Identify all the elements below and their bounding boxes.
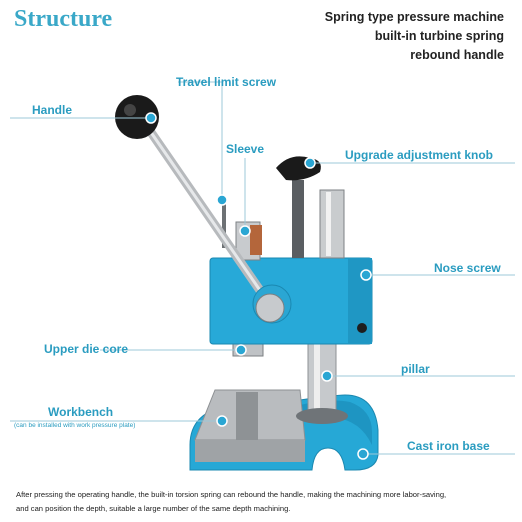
label-pillar: pillar xyxy=(401,362,430,376)
footer-line-2: and can position the depth, suitable a l… xyxy=(16,504,290,513)
label-upgrade-adjustment-knob: Upgrade adjustment knob xyxy=(345,148,493,162)
adjustment-screw xyxy=(292,180,304,258)
pillar-highlight xyxy=(314,340,320,418)
workbench-slot xyxy=(236,392,258,440)
column-highlight xyxy=(326,192,331,256)
footer-line-1: After pressing the operating handle, the… xyxy=(16,490,446,499)
handle-ball-shine xyxy=(124,104,136,116)
label-sleeve: Sleeve xyxy=(226,142,264,156)
label-nose-screw: Nose screw xyxy=(434,261,501,275)
label-workbench: Workbench xyxy=(48,405,113,419)
dot-pillar xyxy=(322,371,332,381)
nose-screw-bottom xyxy=(357,323,367,333)
pivot-hub xyxy=(256,294,284,322)
label-travel-limit-screw: Travel limit screw xyxy=(176,75,276,89)
label-upper-die-core: Upper die core xyxy=(44,342,128,356)
pillar-collar xyxy=(296,408,348,424)
dot-sleeve xyxy=(240,226,250,236)
dot-upper-die-core xyxy=(236,345,246,355)
dot-cast-iron-base xyxy=(358,449,368,459)
label-handle: Handle xyxy=(32,103,72,117)
dot-workbench xyxy=(217,416,227,426)
label-cast-iron-base: Cast iron base xyxy=(407,439,490,453)
workbench-front xyxy=(195,440,305,462)
label-workbench-note: (can be installed with work pressure pla… xyxy=(14,422,135,429)
dot-adjustment-knob xyxy=(305,158,315,168)
spring xyxy=(250,225,262,255)
dot-travel-limit-screw xyxy=(217,195,227,205)
dot-handle xyxy=(146,113,156,123)
dot-nose-screw xyxy=(361,270,371,280)
column xyxy=(320,190,344,258)
